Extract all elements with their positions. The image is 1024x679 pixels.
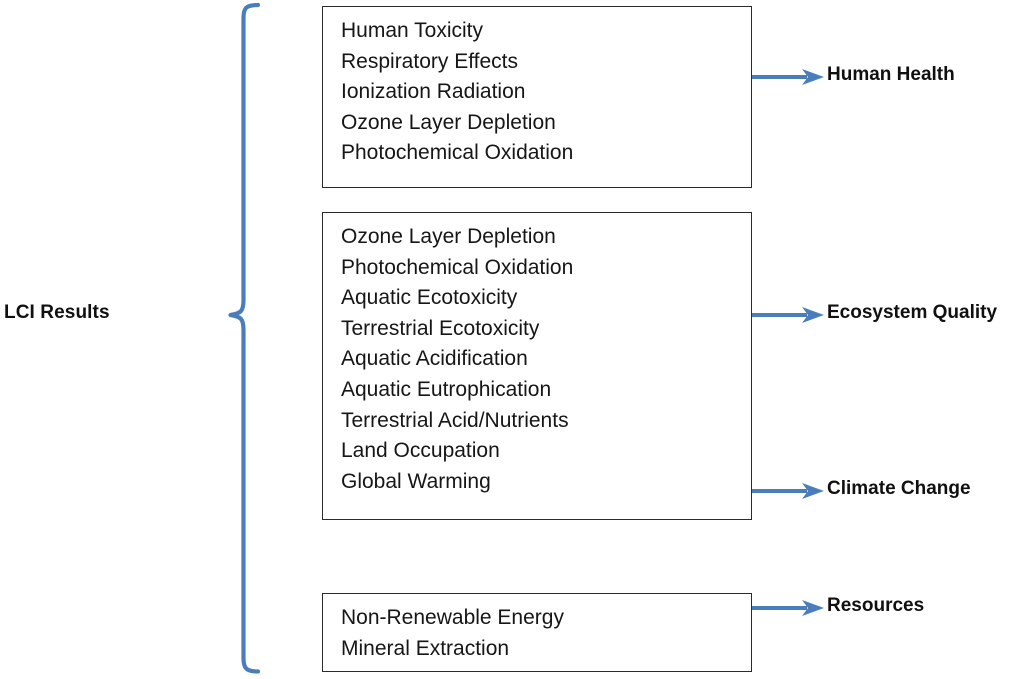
midpoint-list: Ozone Layer Depletion Photochemical Oxid…: [323, 213, 751, 497]
list-item: Terrestrial Ecotoxicity: [341, 316, 540, 340]
list-item: Aquatic Acidification: [341, 347, 528, 371]
list-item: Ionization Radiation: [341, 80, 526, 104]
midpoint-box-ecosystem-quality: Ozone Layer Depletion Photochemical Oxid…: [322, 212, 752, 520]
list-item: Photochemical Oxidation: [341, 141, 574, 165]
endpoint-label-resources: Resources: [827, 595, 925, 616]
arrow-icon-climate-change: [752, 483, 824, 499]
list-item: Aquatic Eutrophication: [341, 377, 552, 401]
arrow-icon-human-health: [752, 69, 824, 85]
list-item: Aquatic Ecotoxicity: [341, 286, 518, 310]
list-item: Land Occupation: [341, 439, 500, 463]
list-item: Human Toxicity: [341, 19, 483, 42]
list-item: Global Warming: [341, 469, 491, 493]
list-item: Ozone Layer Depletion: [341, 225, 556, 248]
list-item: Terrestrial Acid/Nutrients: [341, 408, 569, 432]
list-item: Non-Renewable Energy: [341, 606, 564, 629]
midpoint-box-resources: Non-Renewable Energy Mineral Extraction: [322, 593, 752, 672]
endpoint-label-climate-change: Climate Change: [827, 478, 971, 499]
curly-brace-icon: [228, 2, 261, 674]
list-item: Ozone Layer Depletion: [341, 110, 556, 134]
arrow-icon-ecosystem-quality: [752, 307, 824, 323]
midpoint-list: Non-Renewable Energy Mineral Extraction: [323, 594, 751, 664]
source-label: LCI Results: [4, 302, 110, 323]
endpoint-label-ecosystem-quality: Ecosystem Quality: [827, 302, 998, 323]
endpoint-label-human-health: Human Health: [827, 64, 955, 85]
midpoint-list: Human Toxicity Respiratory Effects Ioniz…: [323, 7, 751, 169]
list-item: Respiratory Effects: [341, 49, 519, 73]
arrow-icon-resources: [752, 600, 824, 616]
list-item: Photochemical Oxidation: [341, 255, 574, 279]
midpoint-box-human-health: Human Toxicity Respiratory Effects Ioniz…: [322, 6, 752, 188]
list-item: Mineral Extraction: [341, 636, 510, 660]
